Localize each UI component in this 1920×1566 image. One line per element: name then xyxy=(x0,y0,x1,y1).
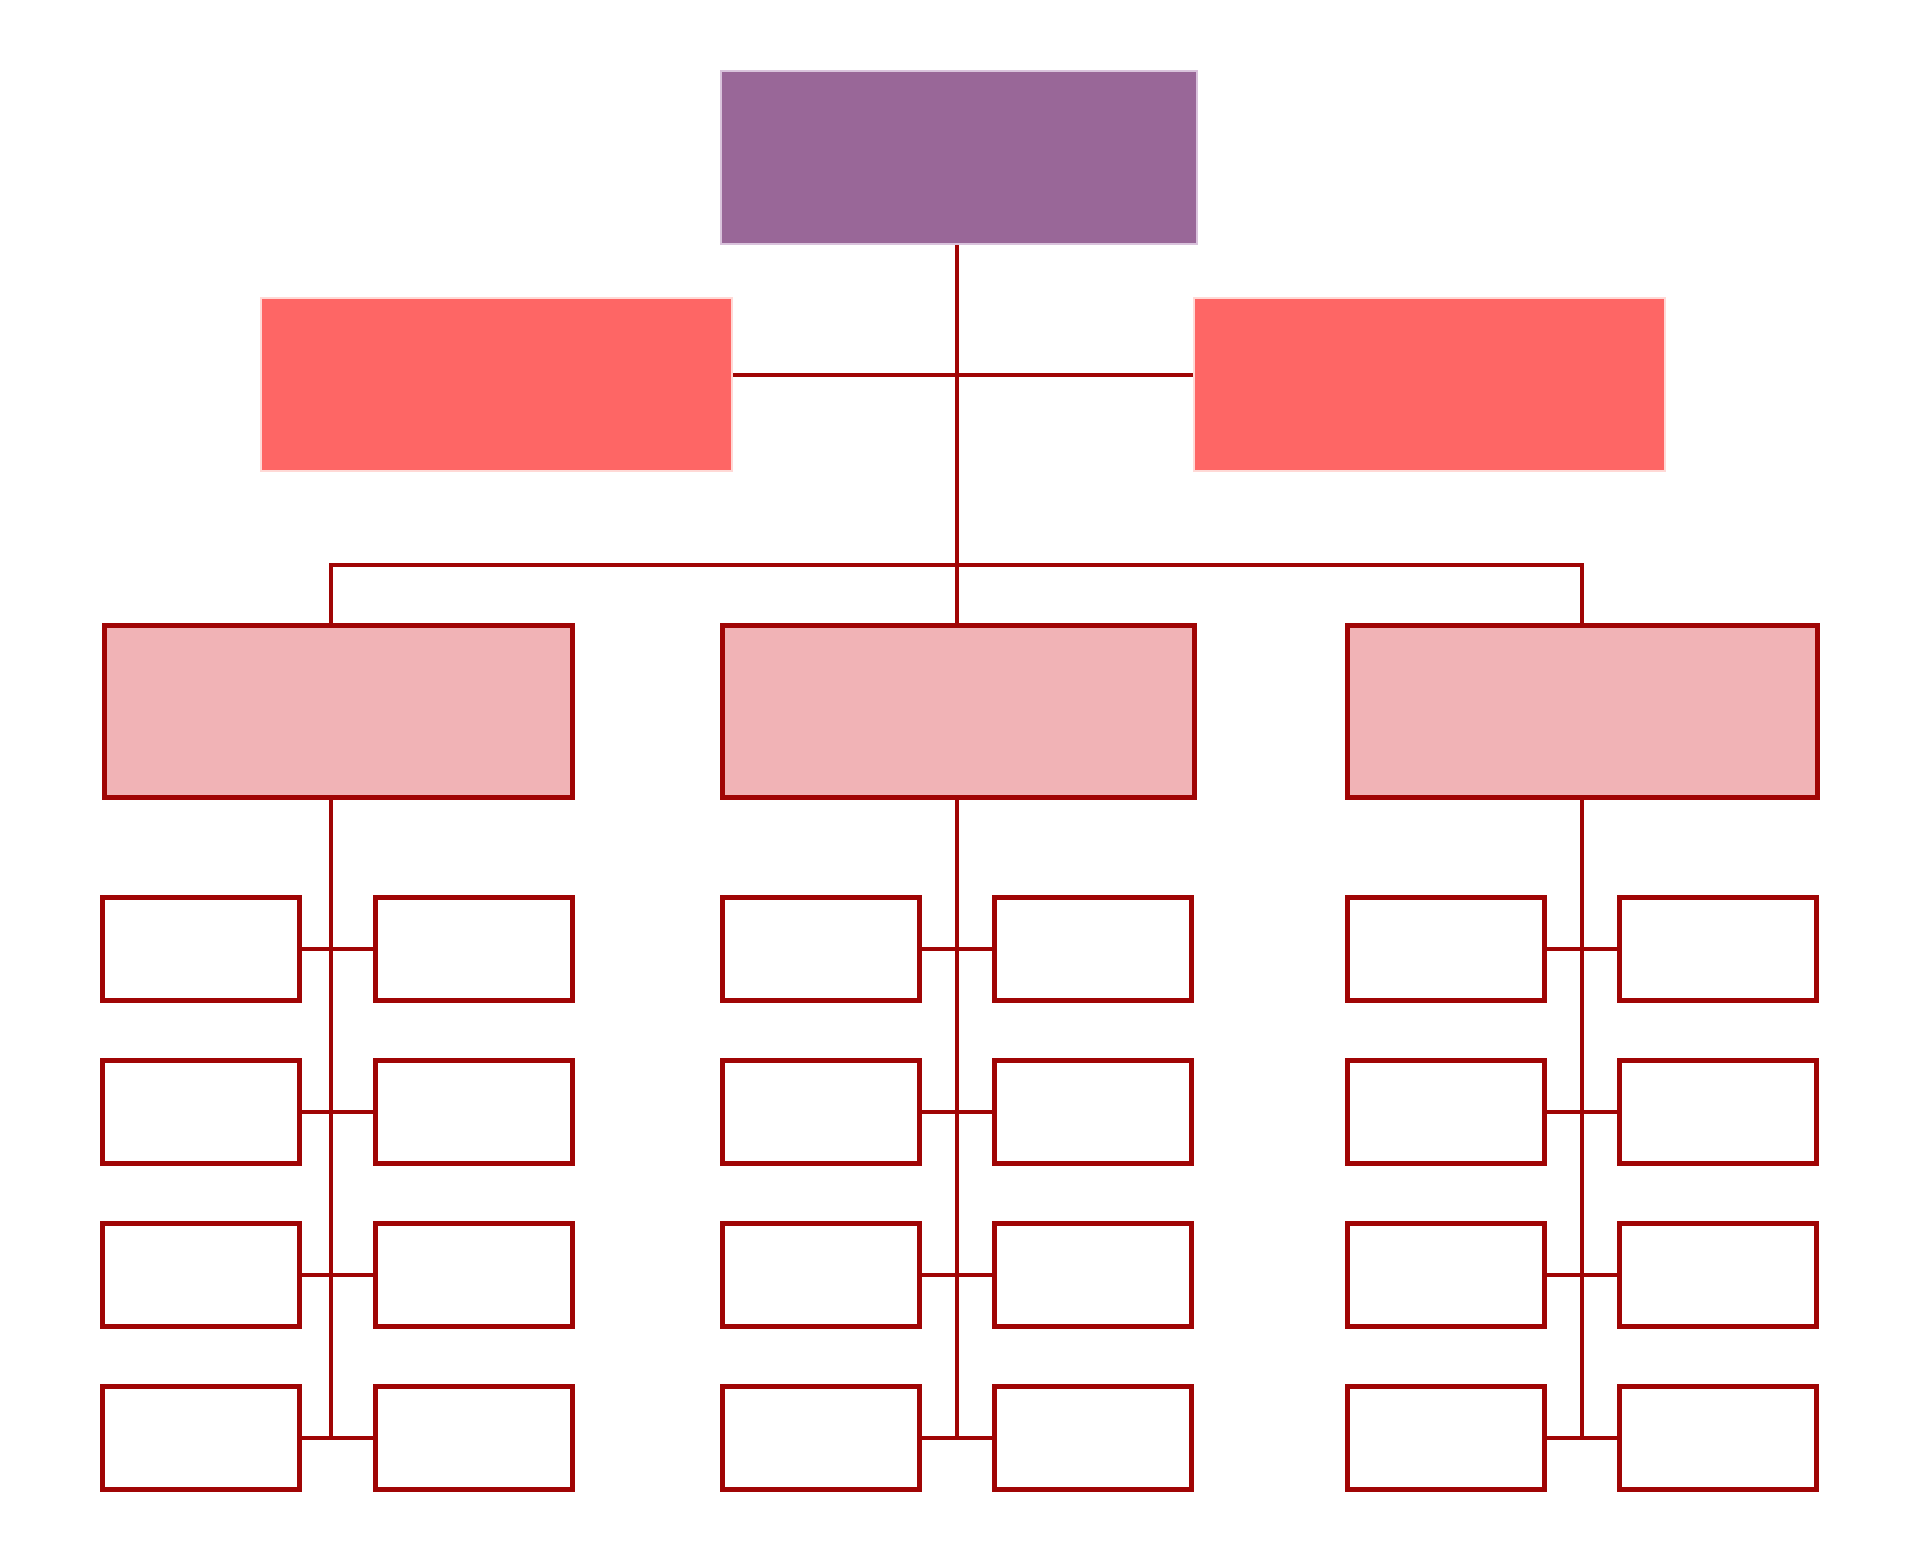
connector-trunk-right xyxy=(1580,800,1584,1440)
node-branch-right[interactable] xyxy=(1345,623,1820,800)
connector-row-link-right-1 xyxy=(1547,947,1617,951)
node-leaf-right-4a[interactable] xyxy=(1345,1384,1547,1492)
node-leaf-right-1a[interactable] xyxy=(1345,895,1547,1003)
connector-trunk-middle xyxy=(955,800,959,1440)
node-leaf-left-3b[interactable] xyxy=(373,1221,575,1329)
connector-trunk-left xyxy=(329,800,333,1440)
node-leaf-right-2b[interactable] xyxy=(1617,1058,1819,1166)
node-leaf-left-4b[interactable] xyxy=(373,1384,575,1492)
connector-row-link-left-1 xyxy=(302,947,373,951)
connector-root-stem xyxy=(955,245,959,623)
connector-branch-drop-left xyxy=(329,563,333,623)
connector-row-link-middle-2 xyxy=(922,1110,992,1114)
node-assistant-left[interactable] xyxy=(260,297,733,472)
connector-row-link-left-2 xyxy=(302,1110,373,1114)
connector-row-link-right-2 xyxy=(1547,1110,1617,1114)
node-leaf-middle-2b[interactable] xyxy=(992,1058,1194,1166)
node-leaf-right-2a[interactable] xyxy=(1345,1058,1547,1166)
node-leaf-middle-3b[interactable] xyxy=(992,1221,1194,1329)
connector-row-link-middle-3 xyxy=(922,1273,992,1277)
node-leaf-right-3a[interactable] xyxy=(1345,1221,1547,1329)
node-leaf-middle-2a[interactable] xyxy=(720,1058,922,1166)
node-leaf-middle-1b[interactable] xyxy=(992,895,1194,1003)
connector-row-link-right-3 xyxy=(1547,1273,1617,1277)
connector-row-link-right-4 xyxy=(1547,1436,1617,1440)
connector-assistant-bar xyxy=(733,373,1193,377)
node-leaf-left-3a[interactable] xyxy=(100,1221,302,1329)
node-leaf-middle-4a[interactable] xyxy=(720,1384,922,1492)
node-branch-middle[interactable] xyxy=(720,623,1197,800)
node-leaf-right-3b[interactable] xyxy=(1617,1221,1819,1329)
node-leaf-right-4b[interactable] xyxy=(1617,1384,1819,1492)
node-leaf-left-4a[interactable] xyxy=(100,1384,302,1492)
node-leaf-left-2a[interactable] xyxy=(100,1058,302,1166)
node-leaf-middle-3a[interactable] xyxy=(720,1221,922,1329)
node-leaf-left-1a[interactable] xyxy=(100,895,302,1003)
node-branch-left[interactable] xyxy=(102,623,575,800)
node-leaf-right-1b[interactable] xyxy=(1617,895,1819,1003)
connector-row-link-middle-1 xyxy=(922,947,992,951)
node-leaf-left-1b[interactable] xyxy=(373,895,575,1003)
node-assistant-right[interactable] xyxy=(1193,297,1666,472)
node-leaf-left-2b[interactable] xyxy=(373,1058,575,1166)
connector-branch-drop-right xyxy=(1580,563,1584,623)
node-leaf-middle-1a[interactable] xyxy=(720,895,922,1003)
node-leaf-middle-4b[interactable] xyxy=(992,1384,1194,1492)
connector-branch-bar xyxy=(329,563,1584,567)
connector-row-link-left-3 xyxy=(302,1273,373,1277)
node-root[interactable] xyxy=(720,70,1198,245)
connector-row-link-left-4 xyxy=(302,1436,373,1440)
connector-row-link-middle-4 xyxy=(922,1436,992,1440)
